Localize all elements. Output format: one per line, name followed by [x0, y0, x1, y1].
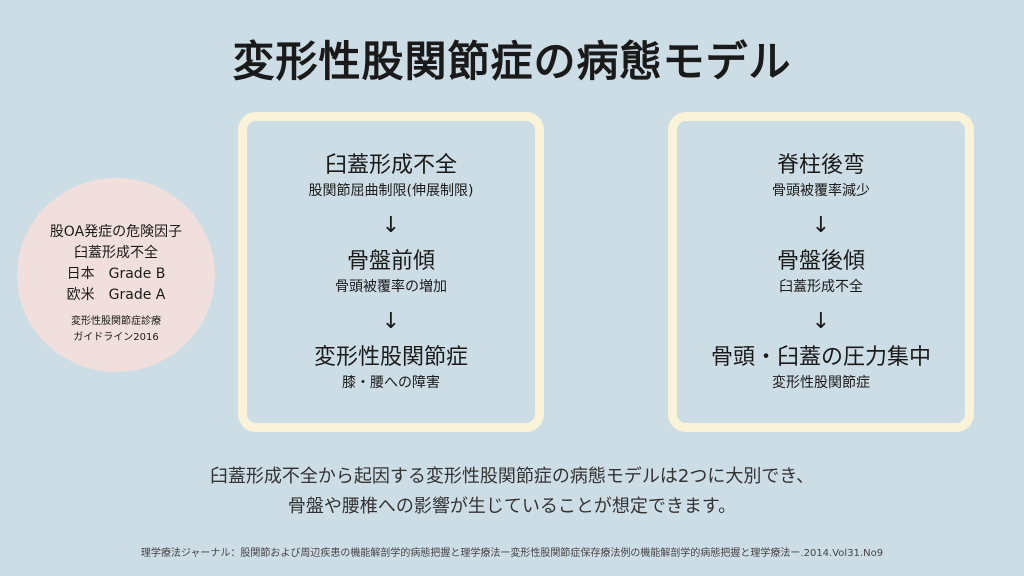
anterior-tilt-model-box: 臼蓋形成不全 股関節屈曲制限(伸展制限) ↓ 骨盤前傾 骨頭被覆率の増加 ↓ 変…: [238, 112, 544, 432]
step-heading: 骨盤後傾: [776, 249, 865, 274]
arrow-down-icon: ↓: [381, 213, 401, 238]
step-heading: 変形性股関節症: [313, 345, 468, 370]
reference: 理学療法ジャーナル：股関節および周辺疾患の機能解剖学的病態把握と理学療法ー変形性…: [140, 548, 884, 559]
description-line: 骨盤や腰椎への影響が生じていることが想定できます。: [287, 496, 737, 517]
arrow-down-icon: ↓: [381, 309, 401, 334]
step-heading: 脊柱後弯: [776, 153, 865, 178]
description: 臼蓋形成不全から起因する変形性股関節症の病態モデルは2つに大別でき、 骨盤や腰椎…: [0, 462, 1024, 522]
step-sub: 骨頭被覆率減少: [772, 183, 870, 199]
step-heading: 骨盤前傾: [346, 249, 435, 274]
circle-line: 日本 Grade B: [66, 266, 166, 282]
page-title: 変形性股関節症の病態モデル: [232, 37, 792, 86]
arrow-down-icon: ↓: [811, 309, 831, 334]
step-sub: 股関節屈曲制限(伸展制限): [308, 183, 474, 199]
posterior-tilt-model-box: 脊柱後弯 骨頭被覆率減少 ↓ 骨盤後傾 臼蓋形成不全 ↓ 骨頭・臼蓋の圧力集中 …: [668, 112, 974, 432]
circle-line: 股OA発症の危険因子: [49, 224, 183, 240]
circle-source: 変形性股関節症診療: [71, 316, 161, 327]
description-line: 臼蓋形成不全から起因する変形性股関節症の病態モデルは2つに大別でき、: [209, 466, 815, 487]
step-heading: 臼蓋形成不全: [324, 153, 457, 178]
circle-source: ガイドライン2016: [73, 332, 159, 343]
circle-line: 臼蓋形成不全: [74, 245, 158, 261]
step-heading: 骨頭・臼蓋の圧力集中: [710, 345, 931, 370]
arrow-down-icon: ↓: [811, 213, 831, 238]
step-sub: 膝・腰への障害: [342, 375, 440, 391]
step-sub: 変形性股関節症: [772, 375, 870, 391]
circle-line: 欧米 Grade A: [66, 287, 166, 303]
step-sub: 骨頭被覆率の増加: [335, 279, 447, 295]
risk-factor-circle: 股OA発症の危険因子 臼蓋形成不全 日本 Grade B 欧米 Grade A …: [17, 178, 215, 372]
step-sub: 臼蓋形成不全: [779, 279, 863, 295]
